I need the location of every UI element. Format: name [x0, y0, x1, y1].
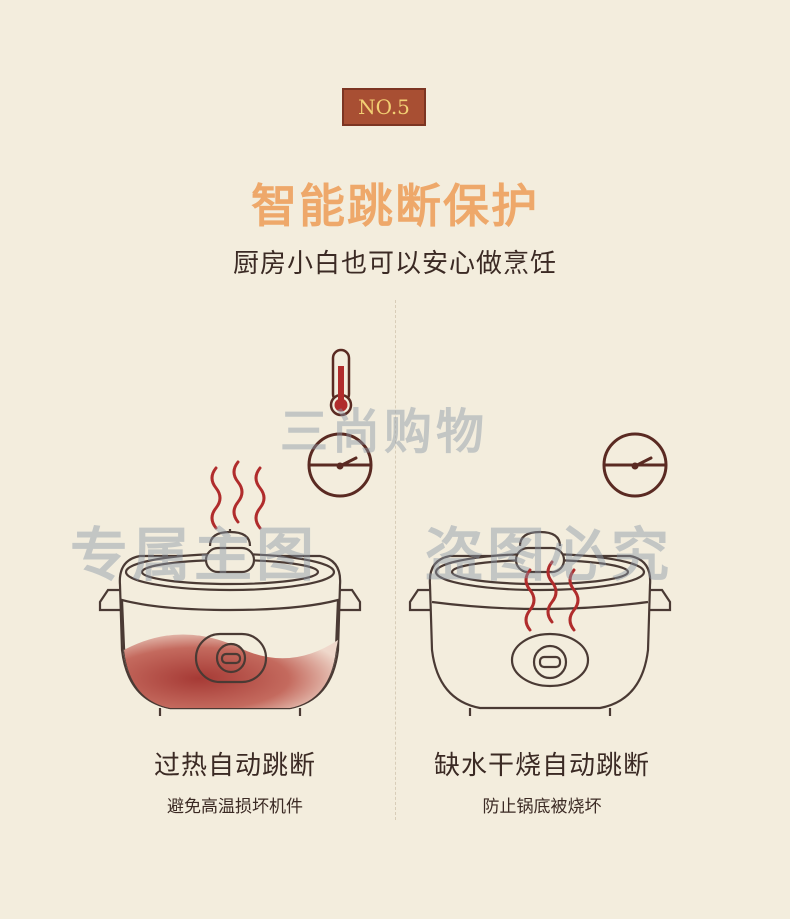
watermark-left: 专属主图 — [70, 521, 319, 589]
right-caption: 缺水干烧自动跳断 — [433, 751, 650, 781]
timer-dial-icon — [602, 432, 668, 498]
watermark-right: 盗图必究 — [425, 521, 674, 589]
page-title: 智能跳断保护 — [251, 179, 539, 233]
number-badge: NO.5 — [342, 88, 426, 126]
right-caption-block: 缺水干烧自动跳断 防止锅底被烧坏 — [392, 745, 692, 817]
left-detail: 避免高温损坏机件 — [167, 797, 303, 817]
heat-waves-icon — [524, 560, 580, 632]
left-caption: 过热自动跳断 — [153, 751, 316, 781]
thermometer-icon — [329, 348, 353, 417]
hot-pot-icon — [408, 530, 672, 716]
badge-label: NO.5 — [358, 95, 410, 119]
timer-dial-icon — [307, 432, 373, 498]
left-caption-block: 过热自动跳断 避免高温损坏机件 — [85, 745, 385, 817]
right-detail: 防止锅底被烧坏 — [482, 797, 602, 817]
center-divider — [395, 300, 396, 820]
hot-pot-icon — [98, 529, 362, 716]
page-subtitle: 厨房小白也可以安心做烹饪 — [232, 249, 557, 279]
watermark-brand: 三尚购物 — [280, 404, 489, 460]
heat-waves-icon — [210, 460, 266, 530]
